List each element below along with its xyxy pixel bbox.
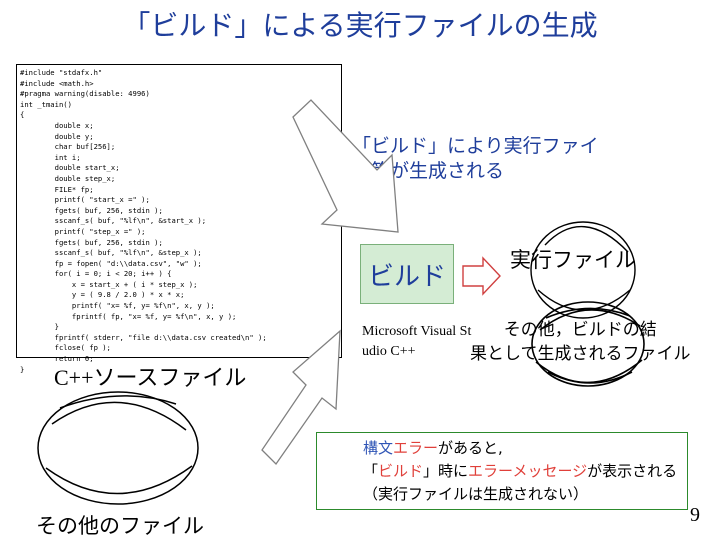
swirl-circle-icon (37, 391, 199, 505)
other-products-label: その他，ビルドの結果として生成されるファイル (470, 320, 691, 364)
bracket-open: 「 (363, 462, 379, 480)
swirl-circle-icon (531, 301, 645, 387)
source-file-label: C++ソースファイル (54, 365, 247, 390)
error-message-text: エラーメッセージ (468, 462, 588, 480)
build-text: ビルド (378, 462, 424, 480)
error-note-text: 」時に (423, 462, 469, 480)
syntax-text: 構文 (363, 439, 394, 457)
other-file-label: その他のファイル (36, 514, 204, 538)
error-note-line-1: 構文エラーがあると, (363, 437, 687, 460)
error-note-line-3: （実行ファイルは生成されない） (363, 485, 589, 503)
page-number: 9 (690, 504, 700, 526)
error-note-text: があると, (438, 439, 503, 457)
page-title: 「ビルド」による実行ファイルの生成 (122, 9, 598, 42)
build-box: ビルド (360, 244, 454, 304)
error-note-box: 構文エラーがあると, 「ビルド」時にエラーメッセージが表示される （実行ファイル… (316, 432, 688, 510)
right-arrow-icon (462, 256, 501, 296)
swirl-circle-icon (530, 221, 636, 319)
source-code: #include "stdafx.h" #include <math.h> #p… (20, 68, 267, 374)
error-note-text: が表示される (587, 462, 678, 480)
error-note-line-2: 「ビルド」時にエラーメッセージが表示される (363, 460, 687, 483)
outline-arrow-icon (292, 99, 399, 233)
outline-arrow-icon (261, 329, 341, 466)
error-text: エラー (393, 439, 439, 457)
